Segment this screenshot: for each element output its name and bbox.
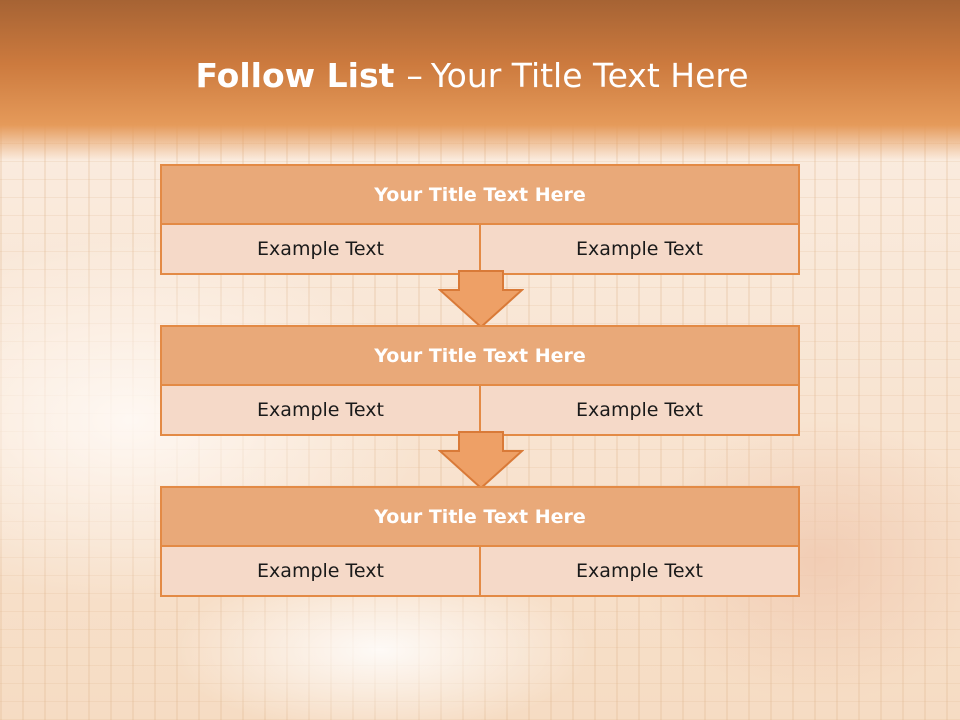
step-title: Your Title Text Here	[162, 327, 798, 386]
step-box-2: Your Title Text Here Example Text Exampl…	[160, 325, 800, 436]
slide-title-bold: Follow List	[195, 56, 395, 95]
slide-title-rest: Your Title Text Here	[430, 56, 749, 95]
slide-title: Follow List–Your Title Text Here	[0, 52, 944, 100]
step-row: Example Text Example Text	[162, 547, 798, 595]
slide-title-separator: –	[406, 56, 423, 95]
down-arrow-icon	[438, 431, 524, 489]
step-cell-left: Example Text	[257, 238, 384, 260]
step-title: Your Title Text Here	[162, 488, 798, 547]
step-row: Example Text Example Text	[162, 386, 798, 434]
step-cell-left: Example Text	[257, 399, 384, 421]
step-box-3: Your Title Text Here Example Text Exampl…	[160, 486, 800, 597]
header-band	[0, 0, 960, 160]
step-cell-right: Example Text	[479, 386, 798, 434]
step-cell-left: Example Text	[257, 560, 384, 582]
step-cell-right: Example Text	[479, 225, 798, 273]
step-row: Example Text Example Text	[162, 225, 798, 273]
step-cell-right: Example Text	[479, 547, 798, 595]
step-title: Your Title Text Here	[162, 166, 798, 225]
down-arrow-icon	[438, 270, 524, 328]
step-box-1: Your Title Text Here Example Text Exampl…	[160, 164, 800, 275]
